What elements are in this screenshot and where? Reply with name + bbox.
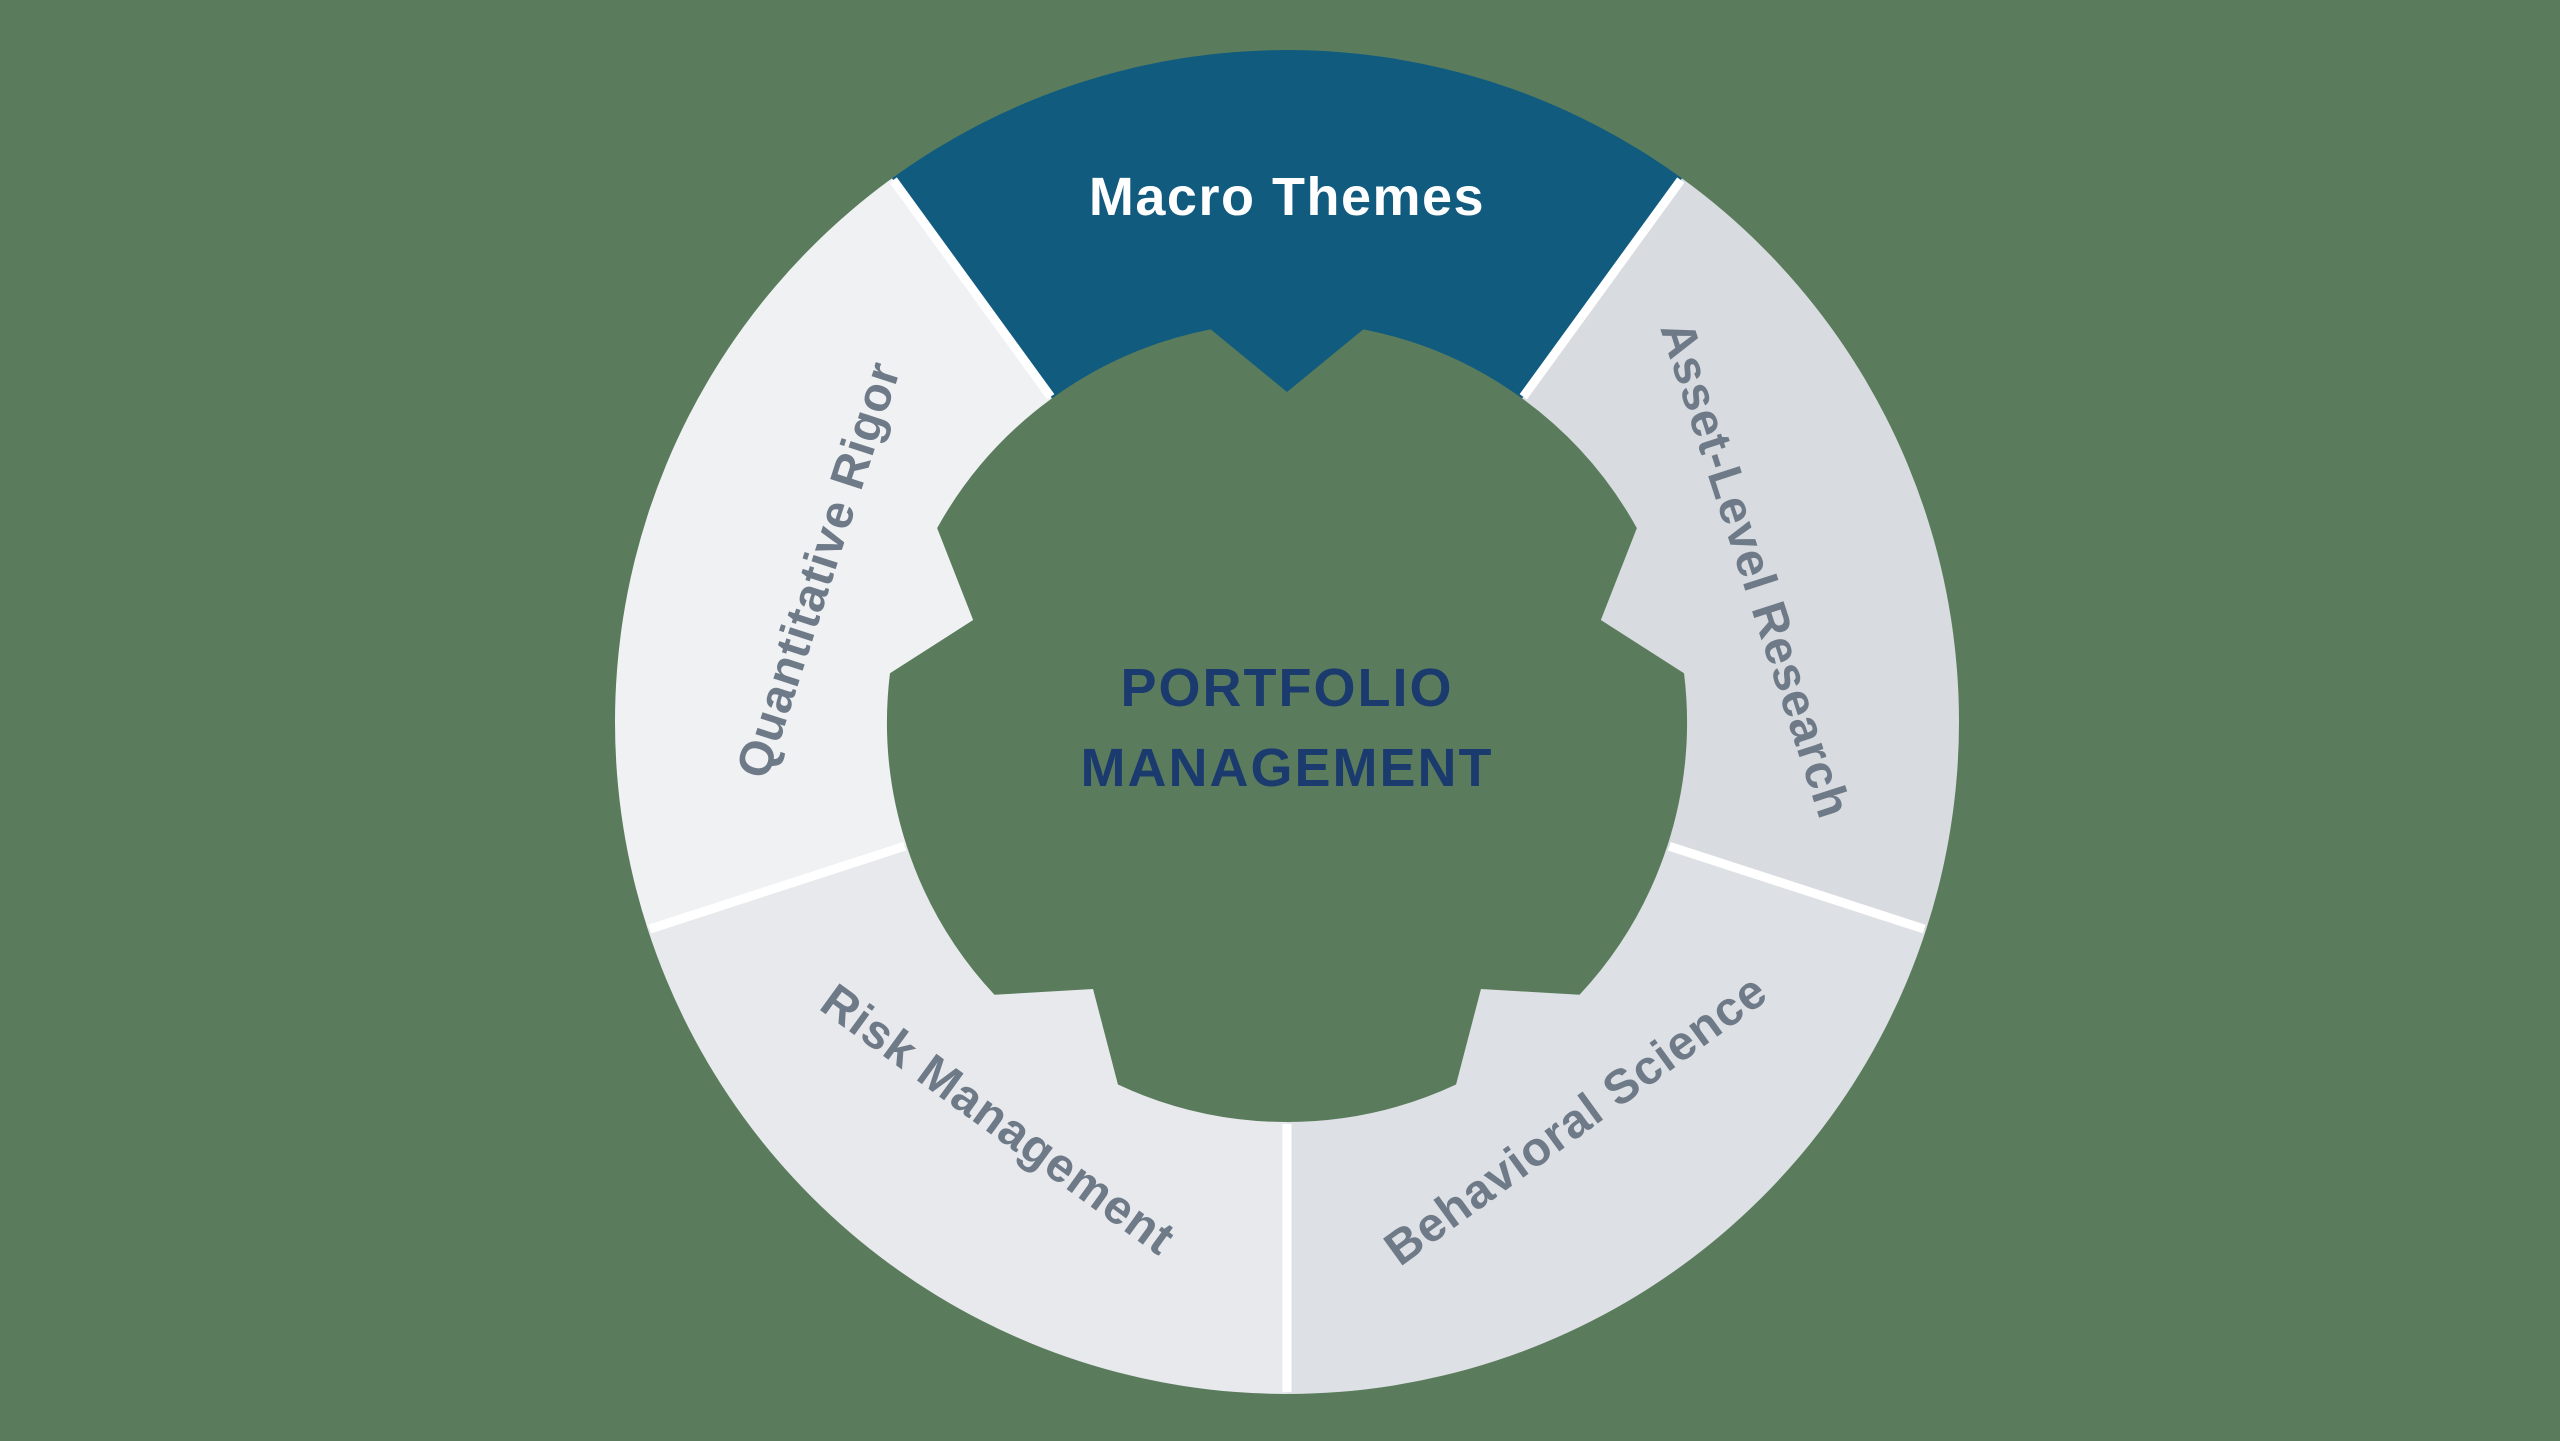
- segment-risk-management[interactable]: [647, 845, 1287, 1394]
- segment-quantitative-rigor[interactable]: [615, 178, 1052, 930]
- segment-divider: [1519, 177, 1685, 400]
- segment-macro-themes[interactable]: [892, 50, 1682, 399]
- segment-divider: [648, 841, 907, 934]
- wheel-segments: [615, 50, 1959, 1394]
- segment-behavioral-science[interactable]: [1287, 845, 1927, 1394]
- center-title: PORTFOLIO MANAGEMENT: [1081, 658, 1494, 798]
- segment-divider: [1667, 841, 1926, 934]
- segment-divider: [889, 177, 1055, 400]
- segment-asset-level-research[interactable]: [1522, 178, 1959, 930]
- center-title-line2: MANAGEMENT: [1081, 738, 1494, 798]
- wheel-separators: [648, 177, 1926, 1392]
- segment-label-macro-themes: Macro Themes: [1089, 167, 1485, 227]
- center-title-line1: PORTFOLIO: [1121, 658, 1454, 718]
